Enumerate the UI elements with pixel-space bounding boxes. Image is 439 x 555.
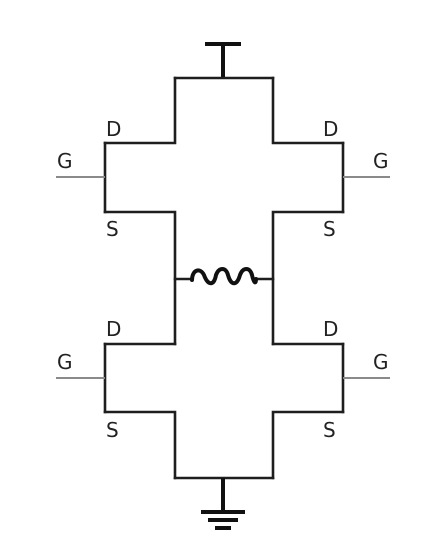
- bottom-left-source-label: S: [106, 418, 119, 442]
- bottom-left-source-wire: [103, 410, 177, 480]
- bottom-right-source-wire: [271, 410, 345, 480]
- bottom-right-drain-label: D: [323, 317, 338, 341]
- top-left-gate-label: G: [57, 149, 73, 173]
- top-left-drain-wire: [103, 76, 177, 145]
- ground-icon: [201, 478, 245, 530]
- top-right-gate-label: G: [373, 149, 389, 173]
- top-right-source-wire: [271, 210, 345, 346]
- bottom-right-gate-label: G: [373, 350, 389, 374]
- inductor-coil-icon: [190, 267, 258, 286]
- top-left-source-label: S: [106, 217, 119, 241]
- top-right-source-label: S: [323, 217, 336, 241]
- bottom-right-source-label: S: [323, 418, 336, 442]
- supply-symbol: [205, 42, 241, 78]
- top-right-drain-wire: [271, 76, 345, 145]
- bottom-left-gate-label: G: [57, 350, 73, 374]
- bottom-left-drain-label: D: [106, 317, 121, 341]
- top-left-source-wire: [103, 210, 177, 346]
- top-left-drain-label: D: [106, 117, 121, 141]
- top-right-drain-label: D: [323, 117, 338, 141]
